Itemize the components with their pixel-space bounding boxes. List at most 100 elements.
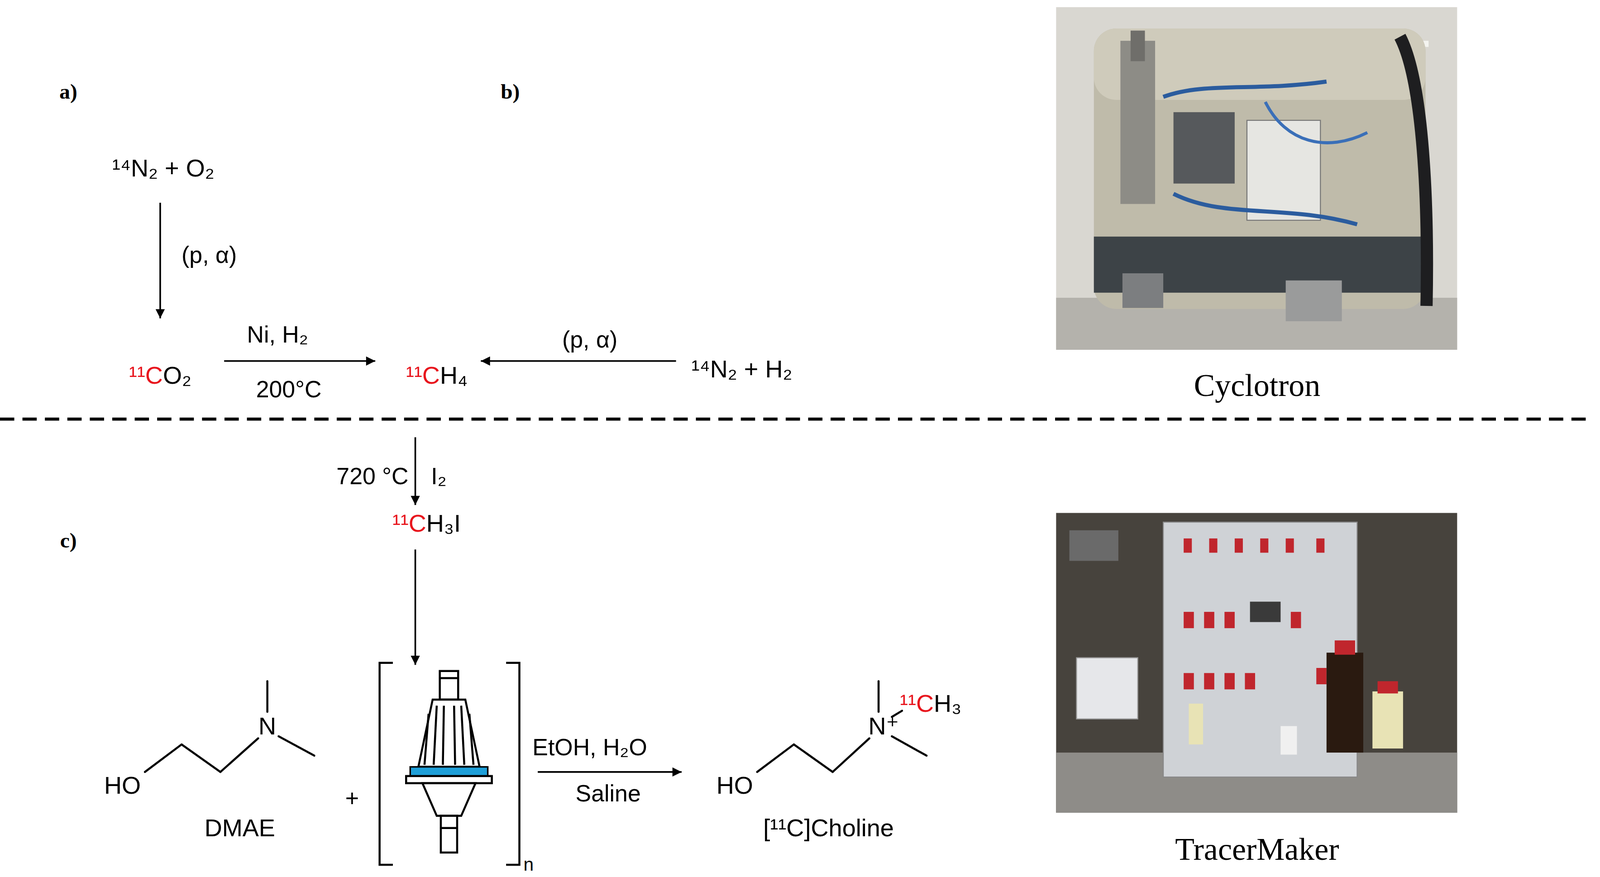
cartridge-nozzle [440, 816, 458, 853]
cartridge-rib [453, 705, 455, 765]
bottle [1372, 691, 1404, 749]
cyclotron-body [1093, 28, 1426, 310]
bottle-cap [1377, 681, 1399, 694]
chemical-species: ¹⁴N₂ + H₂ [691, 355, 793, 384]
cartridge-inlet [439, 677, 459, 680]
cartridge-outlet [422, 783, 476, 817]
chemical-text: ¹¹CH₄ [405, 361, 468, 390]
valve [1209, 538, 1218, 554]
cartridge-nozzle [440, 827, 458, 830]
text-run: H₄ [439, 361, 468, 389]
display [1250, 601, 1281, 623]
valve [1285, 538, 1295, 554]
chemical-text: N⁺ [868, 711, 900, 741]
cyclotron-photo [1055, 7, 1457, 350]
valve [1260, 538, 1269, 554]
photo-background [1055, 7, 1457, 350]
valve [1224, 673, 1235, 690]
condition-label: + [345, 785, 359, 813]
bottle-cap [1334, 640, 1356, 655]
reaction-arrow [480, 360, 676, 363]
chemical-text: ¹⁴N₂ + H₂ [691, 355, 793, 384]
vial [1188, 703, 1204, 745]
chemical-text: DMAE [204, 814, 276, 843]
cyclotron-pipe [1120, 40, 1156, 205]
structure-group: HON⁺¹¹CH₃[¹¹C]Choline [709, 673, 980, 847]
condition-label: 200°C [256, 376, 322, 404]
chemical-text: ¹¹CH₃I [392, 509, 461, 538]
valve [1316, 538, 1325, 554]
reaction-arrow [224, 360, 376, 363]
chemical-bond [181, 744, 221, 773]
valve [1183, 538, 1192, 554]
chemical-text: N [258, 711, 277, 741]
cartridge-body [418, 699, 480, 768]
text-run: ¹¹C [128, 361, 163, 389]
chemical-species: ¹¹CO₂ [128, 361, 192, 390]
text-run: ¹¹C [405, 361, 440, 389]
bracket [379, 663, 393, 865]
cartridge-rib [442, 705, 444, 765]
valve [1244, 673, 1256, 690]
valve [1203, 611, 1215, 629]
valve [1316, 668, 1327, 685]
chemical-species: ¹¹CH₃I [392, 509, 461, 538]
cyclotron-part [1122, 273, 1164, 309]
chemical-bond [144, 744, 182, 773]
chemical-bond [877, 681, 880, 712]
edge-label: (p, α) [181, 241, 237, 269]
part-label: c) [60, 528, 77, 553]
filter-membrane [410, 767, 488, 777]
chemical-bond [793, 744, 833, 773]
reaction-arrow [159, 202, 162, 319]
cartridge-base [405, 776, 492, 784]
cable [1163, 81, 1327, 97]
text-run: ¹¹C [392, 509, 427, 537]
photo-background [1055, 513, 1457, 814]
chemical-species: ¹⁴N₂ + O₂ [112, 154, 215, 183]
photo-caption: Cyclotron [1194, 367, 1321, 404]
chemical-text: ¹¹CH₃ [899, 689, 962, 718]
edge-label: (p, α) [562, 326, 618, 354]
gauge-box [1069, 530, 1119, 562]
valve [1224, 611, 1235, 629]
chemical-species: ¹¹CH₄ [405, 361, 468, 390]
pump [1076, 658, 1138, 720]
chemical-text: [¹¹C]Choline [763, 814, 894, 843]
condition-label: Saline [575, 779, 641, 808]
vial [1280, 725, 1297, 755]
photo-caption: TracerMaker [1174, 831, 1339, 868]
tracermaker-photo [1055, 513, 1457, 814]
valve [1183, 673, 1195, 690]
chemical-bond [220, 738, 258, 773]
chemical-bond [757, 744, 794, 773]
bottle [1326, 652, 1364, 753]
condition-label: I₂ [430, 463, 447, 491]
valve [1290, 611, 1302, 629]
cartridge-rib [424, 713, 429, 765]
reaction-arrow [414, 437, 417, 506]
text-run: H₃ [933, 689, 962, 718]
chemical-text: n [523, 854, 535, 876]
chemical-text: ¹⁴N₂ + O₂ [112, 154, 215, 183]
structure-group: n [379, 664, 533, 870]
reaction-arrow [537, 771, 682, 774]
edge-label: 720 °C [336, 463, 409, 491]
text-run: H₃I [426, 509, 461, 537]
control-box [1246, 120, 1321, 221]
valve [1234, 538, 1243, 554]
chemical-bond [832, 738, 870, 773]
edge-label: EtOH, H₂O [532, 734, 648, 762]
chemical-bond [278, 736, 315, 756]
text-run: ¹¹C [899, 689, 934, 718]
cyclotron-pipe [1130, 30, 1146, 62]
cable [1173, 193, 1358, 225]
structure-group: HONDMAE [96, 678, 332, 847]
cartridge-inlet [439, 671, 459, 700]
cable-trough [1399, 36, 1428, 306]
chemical-text: ¹¹CO₂ [128, 361, 192, 390]
section-divider [0, 417, 1594, 421]
chemical-bond [266, 681, 269, 712]
part-label: b) [500, 79, 520, 105]
cartridge-rib [433, 705, 437, 765]
